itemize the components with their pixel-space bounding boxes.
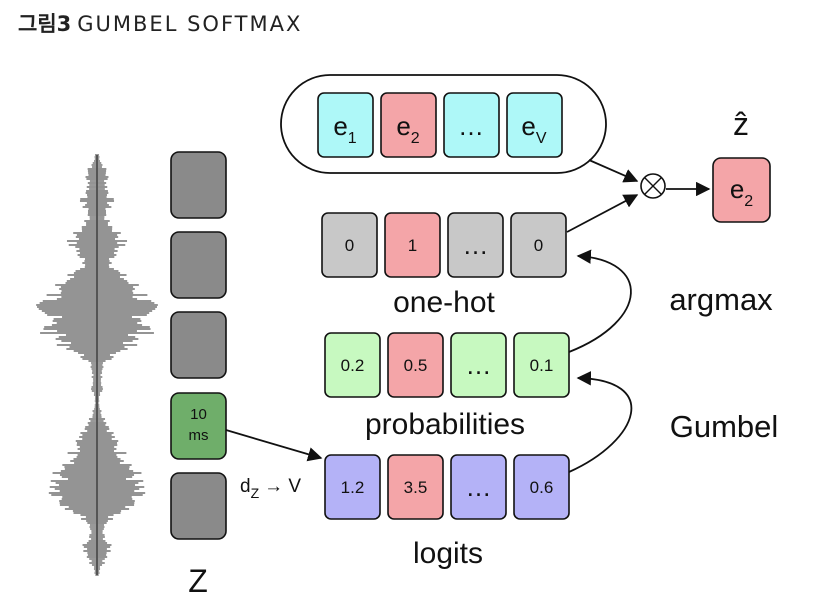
z-frame-duration-unit: ms bbox=[189, 427, 209, 444]
codebook-cell bbox=[317, 92, 374, 158]
frame-to-logits-arrow bbox=[225, 429, 323, 462]
logits-label: logits bbox=[413, 537, 483, 570]
probability-value: 0.1 bbox=[530, 356, 554, 375]
logit-ellipsis: … bbox=[466, 472, 492, 502]
one-hot-cell bbox=[510, 212, 567, 278]
figure-title: GUMBEL SOFTMAX bbox=[77, 12, 303, 36]
output-cell bbox=[712, 157, 771, 223]
z-frame-highlighted bbox=[170, 392, 227, 460]
probability-cell bbox=[387, 332, 444, 398]
codebook-entry-v: eV bbox=[521, 111, 546, 147]
logit-cell bbox=[513, 454, 570, 520]
projection-label: dZ→ V bbox=[240, 476, 301, 501]
probabilities-label: probabilities bbox=[365, 408, 525, 441]
probability-value: 0.5 bbox=[404, 356, 428, 375]
gumbel-arrow bbox=[568, 371, 633, 473]
argmax-arrow bbox=[568, 249, 632, 353]
z-frame bbox=[170, 472, 227, 540]
logit-value: 1.2 bbox=[341, 478, 365, 497]
gumbel-label: Gumbel bbox=[670, 409, 779, 444]
multiply-operator-cross bbox=[644, 177, 662, 195]
probability-value: 0.2 bbox=[341, 356, 365, 375]
one-hot-label: one-hot bbox=[393, 286, 495, 319]
codebook-cell bbox=[506, 92, 563, 158]
z-frame bbox=[170, 151, 227, 219]
probability-cell bbox=[324, 332, 381, 398]
one-hot-value: 0 bbox=[345, 236, 354, 255]
z-frame bbox=[170, 231, 227, 299]
one-hot-value: 1 bbox=[408, 236, 417, 255]
codebook-entry-1: e1 bbox=[333, 111, 356, 147]
arrows bbox=[225, 159, 711, 473]
output: e2 ẑ bbox=[640, 106, 771, 223]
z-column: 10 ms Z bbox=[170, 151, 227, 599]
codebook-to-multiply-arrow bbox=[588, 159, 639, 183]
codebook: e1 e2 … eV bbox=[280, 74, 607, 174]
z-label: Z bbox=[188, 563, 208, 599]
probability-ellipsis: … bbox=[466, 350, 492, 380]
one-hot-cell bbox=[447, 212, 504, 278]
logit-value: 3.5 bbox=[404, 478, 428, 497]
codebook-ellipsis: … bbox=[458, 111, 484, 141]
one-hot-cell bbox=[384, 212, 441, 278]
logit-cell bbox=[324, 454, 381, 520]
logit-value: 0.6 bbox=[530, 478, 554, 497]
one-hot-value: 0 bbox=[534, 236, 543, 255]
one-hot-row: 0 1 … 0 one-hot bbox=[321, 212, 567, 319]
z-frame-duration-value: 10 bbox=[190, 406, 207, 423]
logit-cell bbox=[387, 454, 444, 520]
z-frame bbox=[170, 311, 227, 379]
argmax-label: argmax bbox=[669, 282, 773, 317]
probabilities-row: 0.2 0.5 … 0.1 probabilities bbox=[324, 332, 570, 441]
one-hot-to-multiply-arrow bbox=[566, 194, 639, 233]
one-hot-cell bbox=[321, 212, 378, 278]
output-value: e2 bbox=[730, 174, 753, 210]
probability-cell bbox=[450, 332, 507, 398]
audio-waveform bbox=[36, 154, 158, 576]
logit-cell bbox=[450, 454, 507, 520]
codebook-cell bbox=[443, 92, 500, 158]
figure-number: 그림3 bbox=[18, 12, 72, 36]
codebook-cell bbox=[380, 92, 437, 158]
probability-cell bbox=[513, 332, 570, 398]
z-hat-label: ẑ bbox=[733, 106, 749, 142]
logits-row: 1.2 3.5 … 0.6 logits bbox=[324, 454, 570, 570]
one-hot-ellipsis: … bbox=[463, 230, 489, 260]
codebook-entry-2: e2 bbox=[396, 111, 419, 147]
